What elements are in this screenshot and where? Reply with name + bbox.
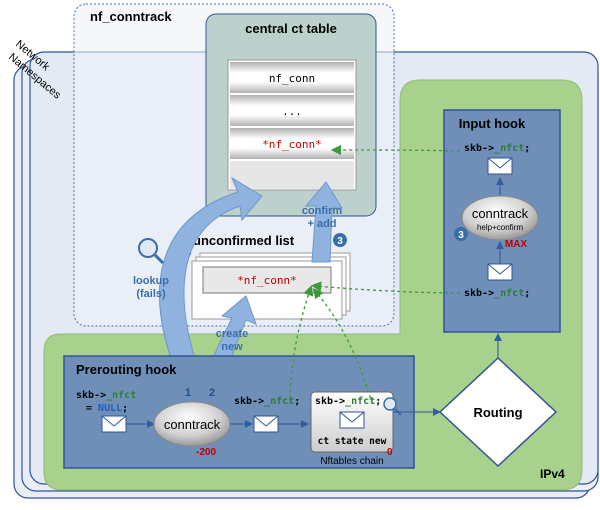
create-label-line1: create xyxy=(216,328,248,340)
envelope-icon xyxy=(253,415,279,433)
ct-row-label: *nf_conn* xyxy=(262,138,322,151)
prerouting-title: Prerouting hook xyxy=(76,362,177,377)
input-conntrack-sub: help+confirm xyxy=(477,223,523,232)
input-conntrack xyxy=(461,195,539,241)
input-conntrack-label: conntrack xyxy=(472,206,529,221)
routing-label: Routing xyxy=(473,405,522,420)
prerouting-skb-line: skb->_nfct xyxy=(76,390,136,401)
unconfirmed-entry: *nf_conn* xyxy=(237,274,297,287)
nft-skb-suffix: ; xyxy=(375,396,381,407)
unconfirmed-list-title: unconfirmed list xyxy=(193,233,295,248)
confirm-label-line1: confirm xyxy=(302,205,343,217)
nft-skb-line: skb->_nfct; xyxy=(315,396,381,407)
input-bottom-skb-line: skb->_nfct; xyxy=(464,288,530,299)
envelope-icon xyxy=(487,263,513,281)
central-ct-table-title: central ct table xyxy=(245,21,337,36)
nft-caption: Nftables chain xyxy=(320,456,383,467)
ct-row-label: ... xyxy=(282,105,302,118)
confirm-add-arrow xyxy=(304,181,343,263)
ct-row-label: nf_conn xyxy=(269,72,315,85)
magnifier-icon xyxy=(138,238,165,265)
magnifier-icon xyxy=(383,397,402,416)
mid-skb-field: _nfct xyxy=(264,396,294,407)
input-top-prefix: skb-> xyxy=(464,143,494,154)
lookup-label-line2: (fails) xyxy=(136,288,166,300)
prerouting-nfct-field: _nfct xyxy=(106,390,136,401)
prerouting-eq: = xyxy=(86,403,98,414)
prerouting-null: NULL xyxy=(98,403,122,414)
lookup-arrow xyxy=(159,176,263,401)
envelope-icon xyxy=(339,411,365,429)
ipv4-label: IPv4 xyxy=(540,467,565,481)
lookup-label-line1: lookup xyxy=(133,275,169,287)
step-2-label: 2 xyxy=(209,387,215,399)
nft-priority: 0 xyxy=(387,447,393,458)
input-top-skb-line: skb->_nfct; xyxy=(464,143,530,154)
pointer-arrow-prerouting xyxy=(289,285,314,405)
nft-rule: ct state new xyxy=(318,436,387,447)
input-top-suffix: ; xyxy=(524,143,530,154)
input-hook-title: Input hook xyxy=(459,116,526,131)
pointer-arrow-table xyxy=(330,144,461,156)
ct-row xyxy=(230,95,354,126)
routing-diamond xyxy=(438,356,558,468)
nft-skb-field: _nfct xyxy=(345,396,375,407)
ct-row xyxy=(230,161,354,189)
envelope-icon xyxy=(101,415,127,433)
ct-row xyxy=(230,62,354,93)
step-3-badge: 3 xyxy=(333,233,347,247)
mid-skb-line: skb->_nfct; xyxy=(234,396,300,407)
step-3-number: 3 xyxy=(337,236,343,247)
pointer-arrow-nft xyxy=(312,288,373,405)
prerouting-priority: -200 xyxy=(196,447,216,458)
input-bottom-suffix: ; xyxy=(524,288,530,299)
confirm-label-line2: + add xyxy=(307,218,336,230)
mid-skb-prefix: skb-> xyxy=(234,396,264,407)
input-bottom-field: _nfct xyxy=(494,288,524,299)
pointer-arrow-list xyxy=(310,281,461,294)
unconfirmed-list: *nf_conn* xyxy=(191,252,351,320)
step-3-input-number: 3 xyxy=(458,230,464,241)
envelope-icon xyxy=(487,157,513,175)
prerouting-null-suffix: ; xyxy=(122,403,128,414)
input-bottom-prefix: skb-> xyxy=(464,288,494,299)
input-priority: MAX xyxy=(505,239,528,250)
prerouting-conntrack-label: conntrack xyxy=(164,417,221,432)
nft-skb-prefix: skb-> xyxy=(315,396,345,407)
ct-table-rows: nf_conn ... *nf_conn* xyxy=(227,59,357,191)
create-label-line2: new xyxy=(221,341,243,353)
prerouting-skb-prefix: skb-> xyxy=(76,390,106,401)
nf-conntrack-title: nf_conntrack xyxy=(90,9,172,24)
mid-skb-suffix: ; xyxy=(294,396,300,407)
prerouting-null-line: = NULL; xyxy=(86,403,128,414)
step-3-input-badge: 3 xyxy=(454,227,468,241)
step-1-label: 1 xyxy=(185,387,191,399)
input-top-field: _nfct xyxy=(494,143,524,154)
